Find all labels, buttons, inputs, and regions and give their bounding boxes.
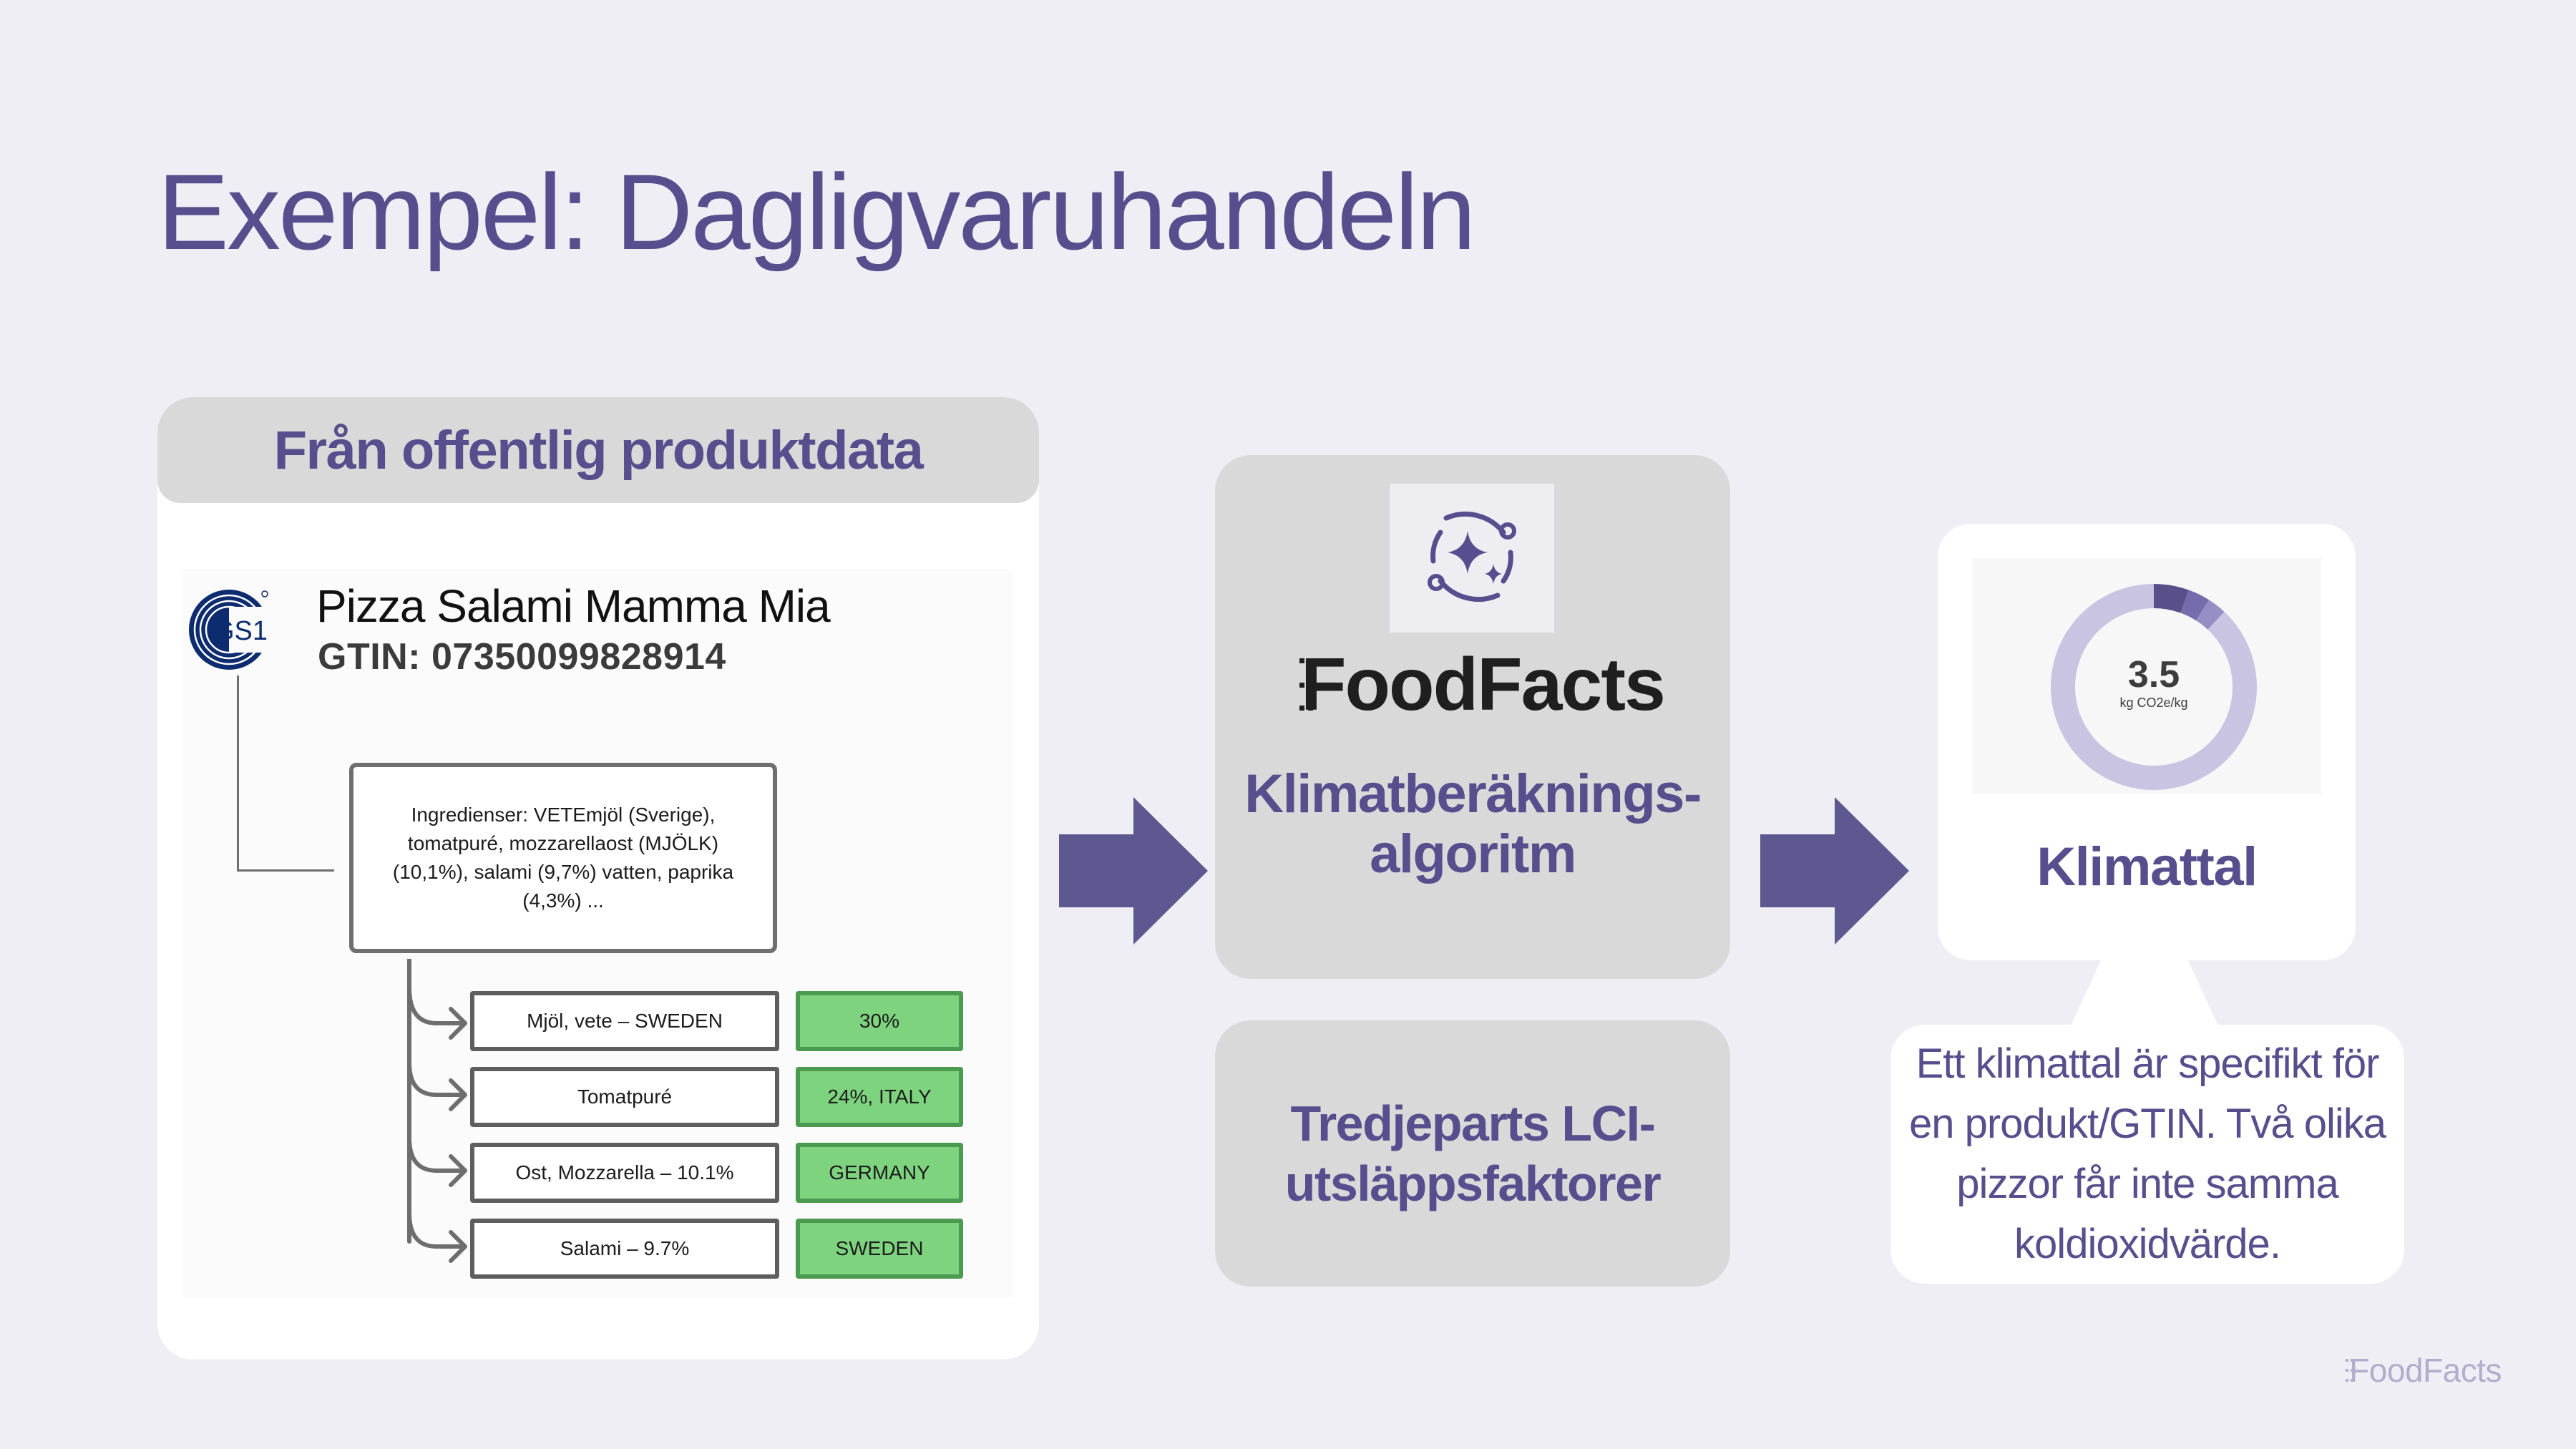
slide-title: Exempel: Dagligvaruhandeln (157, 152, 1476, 272)
footer-dots-icon (2346, 1359, 2353, 1382)
gs1-logo-text: GS1 (213, 616, 268, 646)
climate-note-text: Ett klimattal är specifikt för en produk… (1908, 1040, 2386, 1267)
connector-horizontal (237, 869, 334, 872)
ingredient-tag-label: 30% (859, 1010, 900, 1032)
lci-card: Tredjeparts LCI-utsläppsfaktorer (1215, 1020, 1730, 1287)
ingredient-tag-salami: SWEDEN (796, 1219, 963, 1279)
product-gtin: GTIN: 07350099828914 (318, 636, 726, 678)
gs1-logo-icon: GS1 (189, 590, 273, 670)
algorithm-label: Klimatberäknings-algoritm (1244, 763, 1702, 884)
foodfacts-dots-icon (1299, 658, 1313, 711)
ingredient-row-salami: Salami – 9.7% (470, 1219, 779, 1279)
product-name: Pizza Salami Mamma Mia (316, 580, 831, 632)
donut-segment-0 (2154, 584, 2189, 613)
donut-center-unit: kg CO2e/kg (2119, 696, 2187, 710)
flow-arrow-right-icon (1760, 797, 1909, 945)
ingredient-row-cheese: Ost, Mozzarella – 10.1% (470, 1143, 779, 1203)
ingredient-tag-flour: 30% (796, 991, 963, 1051)
climate-score-label: Klimattal (2036, 836, 2258, 897)
ingredient-tree-branches (407, 959, 467, 1263)
ingredient-tag-label: 24%, ITALY (827, 1085, 932, 1108)
speech-bubble-pointer (2069, 957, 2220, 1029)
donut-segment-2 (2195, 600, 2225, 630)
ingredient-tag-label: SWEDEN (835, 1237, 924, 1259)
donut-center-value: 3.5 (2128, 654, 2180, 696)
ingredient-row-label: Ost, Mozzarella – 10.1% (515, 1161, 734, 1184)
connector-vertical (237, 675, 239, 872)
ingredients-box: Ingredienser: VETEmjöl (Sverige), tomatp… (349, 763, 777, 953)
climate-note-bubble: Ett klimattal är specifikt för en produk… (1890, 1025, 2404, 1284)
product-data-header-label: Från offentlig produktdata (273, 419, 924, 481)
ingredient-tag-label: GERMANY (829, 1161, 930, 1184)
ingredient-row-label: Salami – 9.7% (560, 1237, 690, 1259)
ingredients-text: Ingredienser: VETEmjöl (Sverige), tomatp… (392, 804, 734, 912)
footer-brand: FoodFacts (2349, 1352, 2502, 1389)
donut-segment-1 (2180, 590, 2210, 621)
sparkle-cycle-icon (1428, 511, 1516, 602)
climate-donut-chart: 3.5 kg CO2e/kg (2051, 584, 2257, 790)
ingredient-tag-cheese: GERMANY (796, 1143, 963, 1203)
lci-label: Tredjeparts LCI-utsläppsfaktorer (1284, 1096, 1662, 1211)
flow-arrow-right-icon (1059, 797, 1208, 945)
ingredient-row-label: Mjöl, vete – SWEDEN (527, 1010, 723, 1032)
product-data-header: Från offentlig produktdata (157, 397, 1039, 503)
ingredient-row-flour: Mjöl, vete – SWEDEN (470, 991, 779, 1051)
foodfacts-brand: FoodFacts (1301, 643, 1666, 726)
ingredient-tag-tomato: 24%, ITALY (796, 1067, 963, 1127)
ingredient-row-label: Tomatpuré (577, 1085, 673, 1108)
ingredient-row-tomato: Tomatpuré (470, 1067, 779, 1127)
